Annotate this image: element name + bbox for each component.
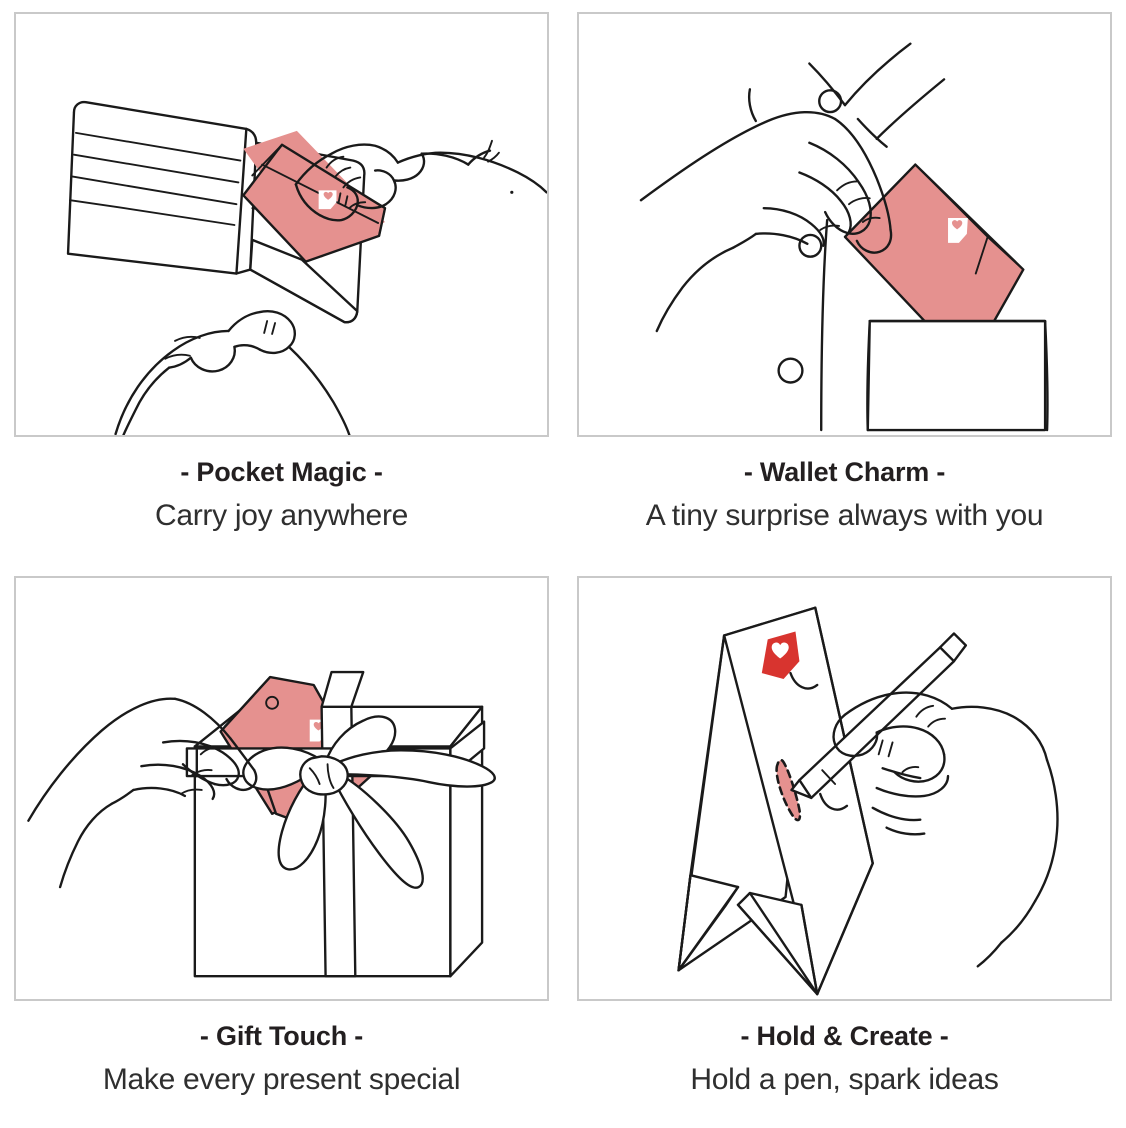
card-title: - Pocket Magic - <box>180 457 383 487</box>
card-subtitle: A tiny surprise always with you <box>645 498 1044 532</box>
shirt-pocket-illustration <box>639 42 1049 432</box>
illustration-panel-gift-touch <box>14 576 549 1001</box>
card-title: - Hold & Create - <box>740 1021 949 1051</box>
feature-card-hold-create[interactable]: - Hold & Create - Hold a pen, spark idea… <box>563 564 1126 1128</box>
white-heart-badge-icon <box>318 190 337 210</box>
paper-stand-illustration <box>677 606 1059 996</box>
wallet-illustration <box>66 100 547 435</box>
white-heart-badge-icon <box>948 218 968 243</box>
card-subtitle: Carry joy anywhere <box>154 498 409 532</box>
card-subtitle: Hold a pen, spark ideas <box>690 1062 999 1096</box>
card-subtitle: Make every present special <box>102 1062 461 1096</box>
caption-pocket-magic: - Pocket Magic - Carry joy anywhere <box>14 437 549 533</box>
feature-card-gift-touch[interactable]: - Gift Touch - Make every present specia… <box>0 564 563 1128</box>
caption-gift-touch: - Gift Touch - Make every present specia… <box>14 1001 549 1097</box>
feature-card-pocket-magic[interactable]: - Pocket Magic - Carry joy anywhere <box>0 0 563 564</box>
gift-box-illustration <box>27 670 496 978</box>
illustration-panel-pocket-magic <box>14 12 549 437</box>
red-heart-badge-icon <box>761 631 800 680</box>
illustration-panel-wallet-charm <box>577 12 1112 437</box>
caption-wallet-charm: - Wallet Charm - A tiny surprise always … <box>577 437 1112 533</box>
feature-card-wallet-charm[interactable]: - Wallet Charm - A tiny surprise always … <box>563 0 1126 564</box>
card-title: - Wallet Charm - <box>743 457 946 487</box>
card-title: - Gift Touch - <box>199 1021 364 1051</box>
illustration-panel-hold-create <box>577 576 1112 1001</box>
caption-hold-create: - Hold & Create - Hold a pen, spark idea… <box>577 1001 1112 1097</box>
